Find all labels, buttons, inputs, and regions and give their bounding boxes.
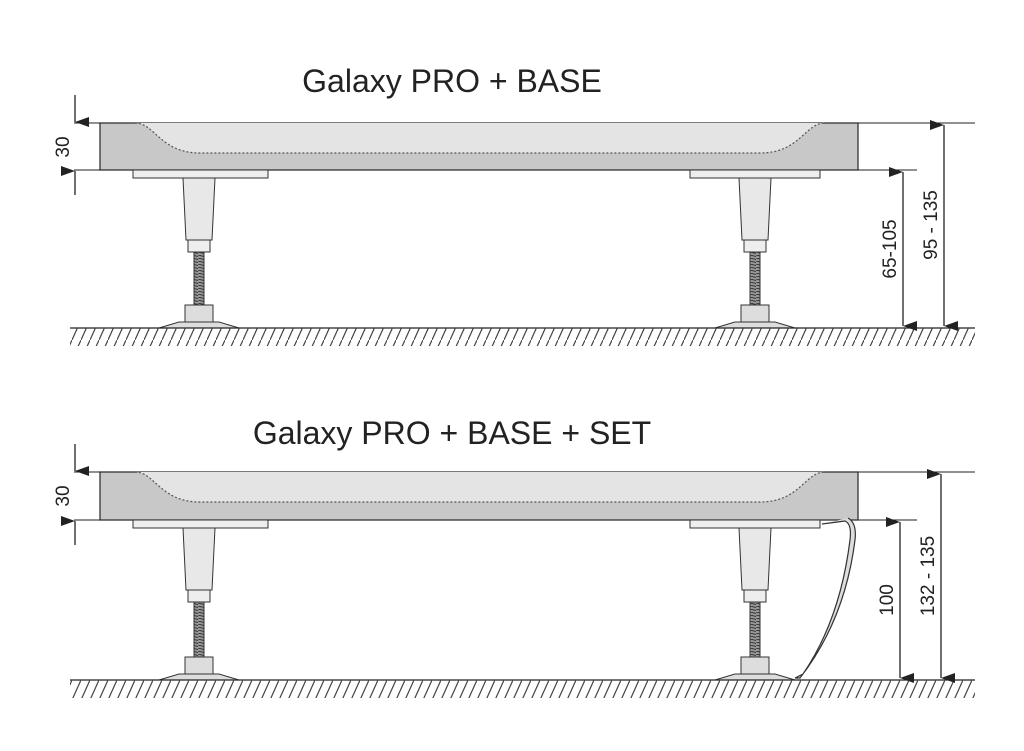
leg-nut bbox=[187, 589, 211, 603]
foot-nut bbox=[184, 304, 214, 323]
mounting-plate-right bbox=[689, 519, 821, 529]
foot-nut bbox=[740, 304, 770, 323]
panel-height-label: 100 bbox=[877, 584, 898, 616]
floor-hatching bbox=[70, 680, 975, 698]
recess-dotted-outline bbox=[134, 471, 826, 503]
leg-height-label: 65-105 bbox=[880, 219, 901, 278]
leg-body bbox=[738, 177, 772, 241]
diagram-base: Galaxy PRO + BASE 30 65-105 95 - 135 bbox=[53, 63, 975, 346]
mounting-plate-right bbox=[689, 169, 821, 179]
mounting-plate-left bbox=[132, 169, 269, 179]
tray-thickness-label: 30 bbox=[53, 485, 74, 506]
leveling-foot bbox=[158, 673, 240, 681]
threaded-rod bbox=[749, 251, 761, 306]
leveling-foot bbox=[714, 321, 796, 329]
front-panel bbox=[794, 517, 856, 679]
threaded-rod bbox=[749, 601, 761, 658]
recess-dotted-outline bbox=[134, 122, 826, 154]
diagram-title: Galaxy PRO + BASE + SET bbox=[253, 415, 651, 451]
leg-nut bbox=[743, 239, 767, 253]
threaded-rod bbox=[193, 601, 205, 658]
leg-body bbox=[182, 527, 216, 591]
foot-nut bbox=[184, 656, 214, 675]
leg-nut bbox=[187, 239, 211, 253]
leveling-foot bbox=[714, 673, 796, 681]
leveling-foot bbox=[158, 321, 240, 329]
tray-thickness-label: 30 bbox=[53, 136, 74, 157]
tray-recess bbox=[135, 123, 825, 153]
total-height-label: 132 - 135 bbox=[918, 536, 939, 616]
diagram-title: Galaxy PRO + BASE bbox=[302, 63, 602, 99]
foot-nut bbox=[740, 656, 770, 675]
total-height-label: 95 - 135 bbox=[921, 190, 942, 260]
leg-body bbox=[182, 177, 216, 241]
diagram-base-set: Galaxy PRO + BASE + SET 30 100 132 - 135 bbox=[53, 415, 975, 698]
tray-recess bbox=[135, 472, 825, 502]
leg-body bbox=[738, 527, 772, 591]
floor-hatching bbox=[70, 328, 975, 346]
threaded-rod bbox=[193, 251, 205, 306]
mounting-plate-left bbox=[132, 519, 269, 529]
leg-nut bbox=[743, 589, 767, 603]
